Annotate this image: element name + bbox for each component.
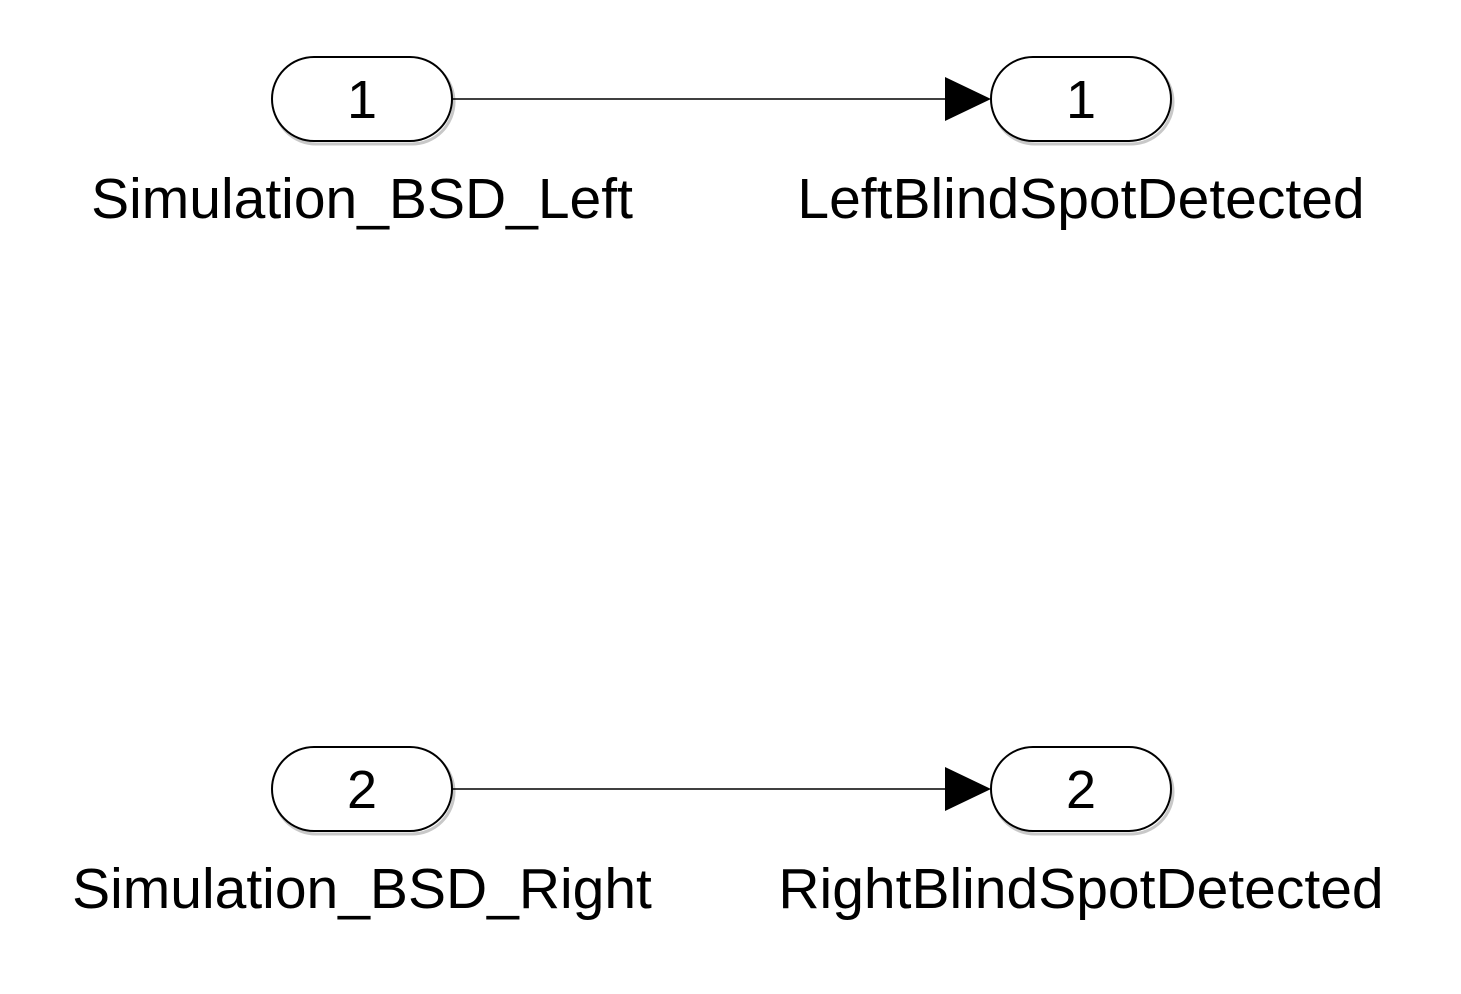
signal-row-2: 2 Simulation_BSD_Right 2 RightBlindSpotD… [72,746,1384,921]
signal-line-1-arrowhead [945,77,991,121]
inport-1[interactable]: 1 [271,56,456,146]
outport-1-label[interactable]: LeftBlindSpotDetected [797,167,1364,231]
outport-2[interactable]: 2 [990,746,1175,836]
outport-1-number: 1 [1066,70,1096,130]
outport-2-label[interactable]: RightBlindSpotDetected [778,857,1383,921]
inport-1-label[interactable]: Simulation_BSD_Left [91,167,633,231]
signal-line-2-arrowhead [945,767,991,811]
outport-2-number: 2 [1066,760,1096,820]
outport-1[interactable]: 1 [990,56,1175,146]
inport-2-number: 2 [347,760,377,820]
inport-1-number: 1 [347,70,377,130]
signal-row-1: 1 Simulation_BSD_Left 1 LeftBlindSpotDet… [91,56,1365,231]
inport-2-label[interactable]: Simulation_BSD_Right [72,857,652,921]
inport-2[interactable]: 2 [271,746,456,836]
